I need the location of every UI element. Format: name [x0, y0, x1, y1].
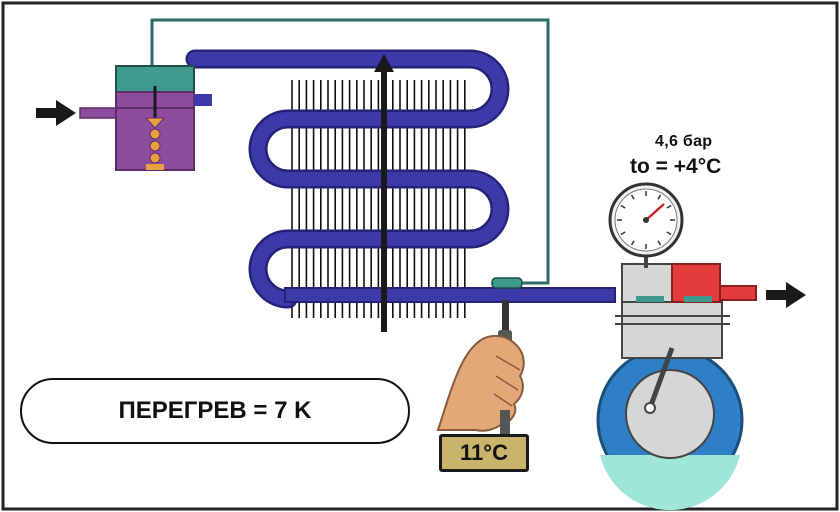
airflow-arrow: [374, 54, 394, 332]
pressure-gauge-icon: [608, 182, 684, 268]
inlet-arrow-icon: [36, 100, 76, 126]
hand-icon: [436, 300, 525, 436]
superheat-label: ПЕРЕГРЕВ = 7 K: [20, 378, 410, 444]
compressor: [596, 263, 757, 511]
liquid-line: [79, 107, 119, 119]
thermometer-readout: 11°C: [439, 434, 529, 472]
evaporation-temperature-label: to = +4°C: [630, 155, 722, 178]
suction-line: [284, 287, 616, 303]
sensing-bulb: [491, 277, 523, 289]
capillary-tube: [150, 18, 550, 285]
expansion-valve: [115, 65, 212, 171]
evaporator-coil: [185, 49, 510, 309]
pressure-label: 4,6 бар: [655, 133, 713, 150]
outlet-arrow-icon: [766, 282, 806, 308]
